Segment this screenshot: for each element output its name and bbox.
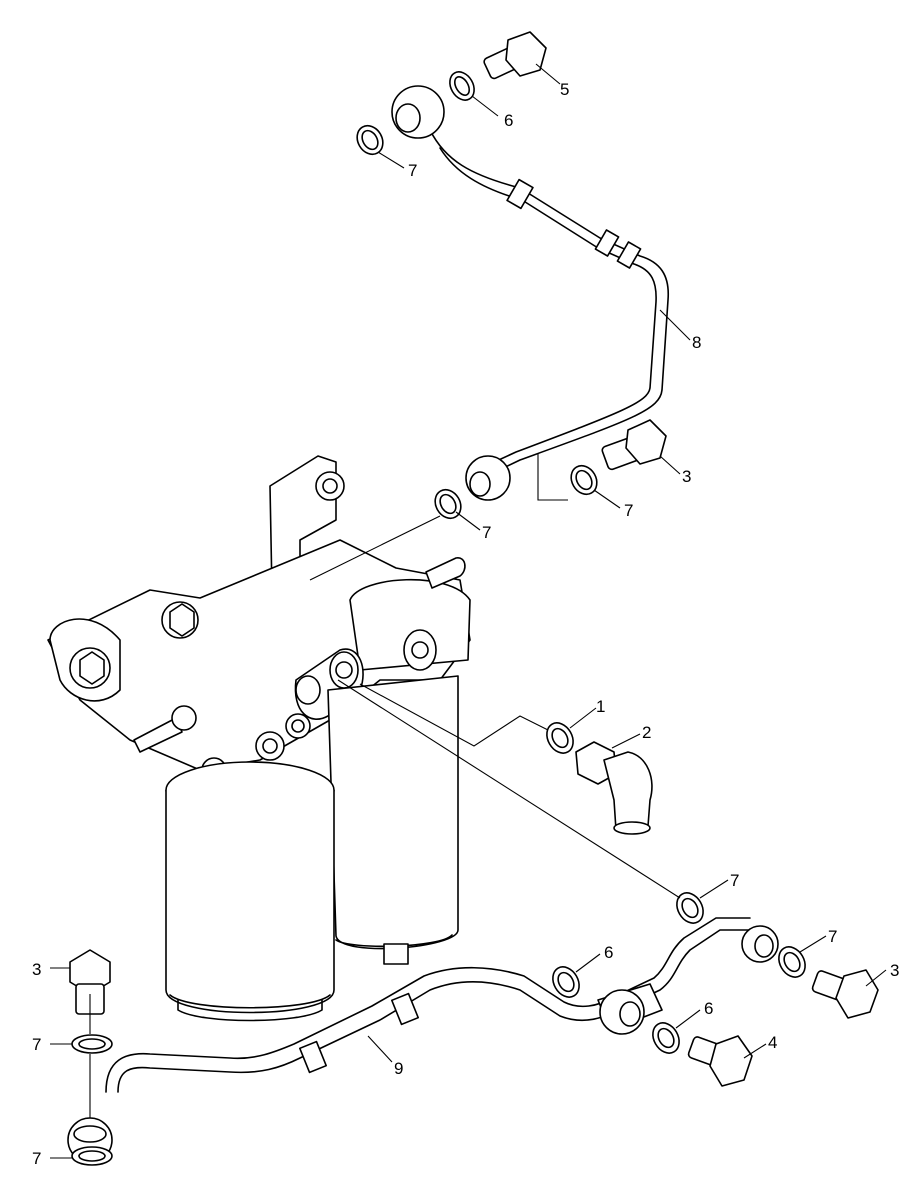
washer-7-mid-left bbox=[434, 488, 462, 520]
washer-7-left-lower bbox=[71, 1146, 113, 1166]
washer-6-top bbox=[449, 71, 475, 101]
washer-1 bbox=[546, 722, 574, 754]
callout-7-lower: 7 bbox=[730, 871, 739, 890]
banjo-bolt-3-upper bbox=[601, 419, 667, 471]
callout-6-mid-a: 6 bbox=[604, 943, 613, 962]
washer-7-lower bbox=[676, 892, 704, 924]
callout-6-top: 6 bbox=[504, 111, 513, 130]
washer-7-right bbox=[778, 946, 806, 978]
fuel-pipe-upper bbox=[391, 85, 669, 501]
callout-8: 8 bbox=[692, 333, 701, 352]
washer-7-top bbox=[356, 124, 384, 156]
callout-9: 9 bbox=[394, 1059, 403, 1078]
callout-7-left-lower: 7 bbox=[32, 1149, 41, 1168]
banjo-bolt-3-right bbox=[811, 969, 879, 1019]
callout-7-mid-left: 7 bbox=[482, 523, 491, 542]
banjo-bolt-5 bbox=[483, 31, 547, 80]
banjo-bolt-4 bbox=[687, 1035, 753, 1087]
filter-canister-rear bbox=[327, 675, 459, 965]
washer-7-mid-right bbox=[570, 464, 598, 496]
callout-6-mid-b: 6 bbox=[704, 999, 713, 1018]
callout-4: 4 bbox=[768, 1033, 777, 1052]
callout-5: 5 bbox=[560, 80, 569, 99]
callout-labels: 5 6 7 8 3 7 7 1 2 7 6 7 3 6 4 9 3 7 7 bbox=[32, 80, 899, 1168]
callout-3-top: 3 bbox=[682, 467, 691, 486]
callout-2: 2 bbox=[642, 723, 651, 742]
callout-7-top: 7 bbox=[408, 161, 417, 180]
callout-1: 1 bbox=[596, 697, 605, 716]
callout-7-mid-right: 7 bbox=[624, 501, 633, 520]
elbow-fitting-2 bbox=[575, 741, 653, 835]
washer-7-left-upper bbox=[71, 1034, 113, 1054]
washer-6-mid-a bbox=[552, 966, 580, 998]
callout-7-left-upper: 7 bbox=[32, 1035, 41, 1054]
callout-3-left: 3 bbox=[32, 960, 41, 979]
callout-3-right: 3 bbox=[890, 961, 899, 980]
callout-7-right: 7 bbox=[828, 927, 837, 946]
washer-6-mid-b bbox=[652, 1022, 680, 1054]
filter-canister-front bbox=[165, 761, 335, 1022]
leader-lines bbox=[50, 63, 887, 1159]
